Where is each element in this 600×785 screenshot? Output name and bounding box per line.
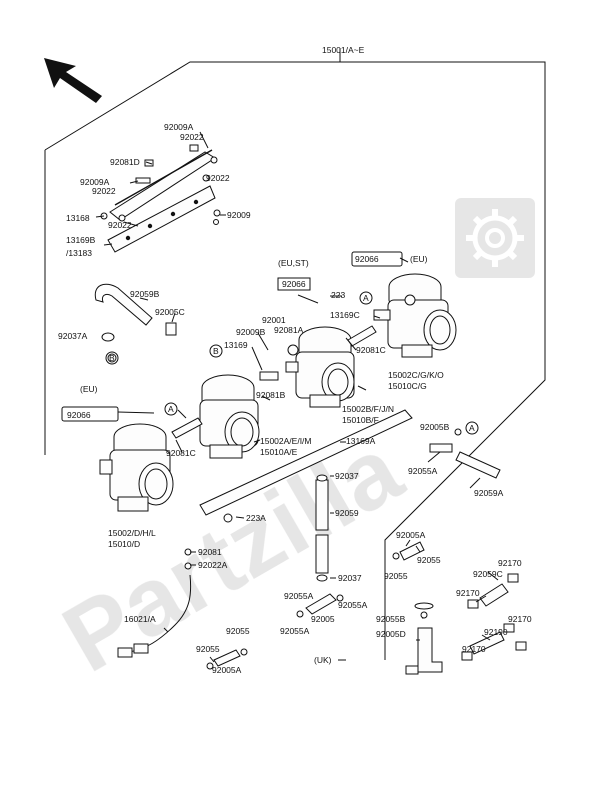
label: (EU) [80,384,98,394]
label: 92009A [80,177,110,187]
label: 92055 [384,571,408,581]
label: 92005C [155,307,185,317]
label: 92055 [417,555,441,565]
label: (EU) [410,254,428,264]
label: 92009A [164,122,194,132]
front-arrow-icon [44,58,102,103]
label: 92055A [280,626,310,636]
label: 92009 [227,210,251,220]
label: A [363,293,369,303]
label: 92022 [92,186,116,196]
label: 92059C [473,569,503,579]
label: 92055A [284,591,314,601]
label: /13183 [66,248,92,258]
label: 92005A [212,665,242,675]
label: 92190 [484,627,508,637]
vent-tube-92059 [296,474,344,618]
label: 92081A [274,325,304,335]
label: 92037A [58,331,88,341]
label: 92066 [282,279,306,289]
label: 13169 [224,340,248,350]
part-labels: 15001/A~E 92009A 92022 92081D 92009A 920… [58,45,532,675]
carburetor-3 [285,325,377,408]
assembly-reference: 15001/A~E [322,45,365,55]
label: 92001 [262,315,286,325]
label: (EU,ST) [278,258,309,268]
label: 15010/D [108,539,140,549]
label: 92005A [396,530,426,540]
label: B [213,346,219,356]
label: A [469,423,475,433]
label: 13169C [330,310,360,320]
label: 13169A [346,436,376,446]
label: 92081B [256,390,286,400]
carburetor-4 [373,273,457,358]
hose-92059a [392,428,501,675]
label: 92055 [226,626,250,636]
label: A [168,404,174,414]
leader-lines [95,131,499,663]
label: 92009B [236,327,266,337]
label: 15010B/F [342,415,379,425]
label: B [109,353,115,363]
label-boxes [61,251,479,435]
carburetor-1 [99,423,174,512]
label: 13169B [66,235,96,245]
label: 15010C/G [388,381,427,391]
label: 223A [246,513,266,523]
label: 92055B [376,614,406,624]
label: 92170 [456,588,480,598]
label: 15002A/E/I/M [260,436,312,446]
label: 92037 [338,573,362,583]
label: 15002B/F/J/N [342,404,394,414]
label: 92055 [196,644,220,654]
label: 92170 [498,558,522,568]
gear-icon [455,198,535,278]
label: 13168 [66,213,90,223]
label: 92081C [166,448,196,458]
label: 92066 [67,410,91,420]
label: 92059A [474,488,504,498]
label: 92081 [198,547,222,557]
label: 223 [331,290,345,300]
label: 92037 [335,471,359,481]
label: 16021/A [124,614,156,624]
label: 15010A/E [260,447,298,457]
label: 92022 [206,173,230,183]
label: 92066 [355,254,379,264]
drain-hoses [461,573,527,661]
label: 92059B [130,289,160,299]
label: 92022 [180,132,204,142]
hose-92059b [94,283,177,363]
label: 92005 [311,614,335,624]
label: 92170 [462,644,486,654]
label: 92022A [198,560,228,570]
label: (UK) [314,655,332,665]
label: 92005D [376,629,406,639]
label: 92170 [508,614,532,624]
label: 92022 [108,220,132,230]
label: 92005B [420,422,450,432]
label: 15002/D/H/L [108,528,156,538]
mounting-bracket-group [100,144,221,253]
label: 92081C [356,345,386,355]
label: 92055A [408,466,438,476]
label: 15002C/G/K/O [388,370,444,380]
label: 92081D [110,157,140,167]
assembly-frame [44,48,546,660]
carburetor-2 [171,371,279,459]
linkage-plate [199,409,413,523]
bottom-fitting [206,648,248,670]
label: 92055A [338,600,368,610]
choke-cable [117,548,192,658]
label: 92059 [335,508,359,518]
